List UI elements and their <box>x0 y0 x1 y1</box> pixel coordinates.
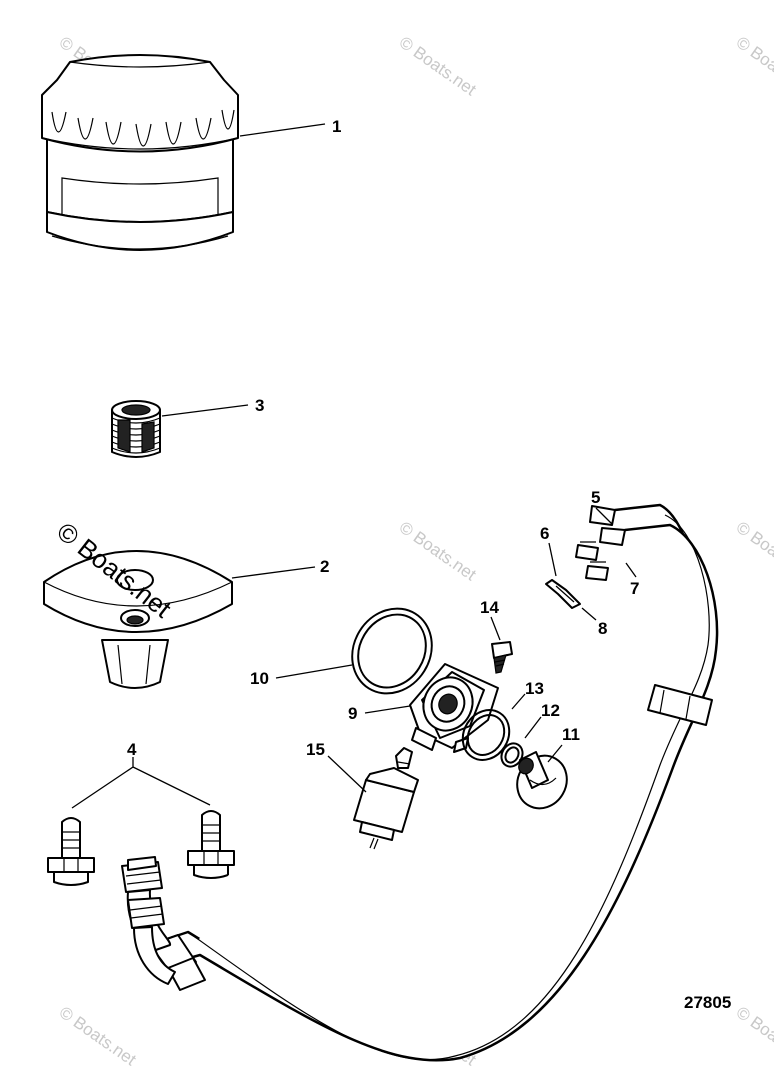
watermark: © Boats.net <box>733 518 774 585</box>
callout-4: 4 <box>127 740 137 759</box>
hose-clip[interactable] <box>545 579 581 609</box>
callout-15: 15 <box>306 740 325 759</box>
adapter-screw[interactable] <box>491 641 513 674</box>
callout-13: 13 <box>525 679 544 698</box>
callout-10: 10 <box>250 669 269 688</box>
elbow-fittings[interactable] <box>121 856 176 985</box>
callout-3: 3 <box>255 396 264 415</box>
callout-2: 2 <box>320 557 329 576</box>
callout-14: 14 <box>480 598 499 617</box>
callout-11: 11 <box>562 725 580 744</box>
callout-7: 7 <box>630 579 639 598</box>
bolt-right[interactable] <box>187 810 235 879</box>
line-fitting[interactable] <box>508 747 577 818</box>
bolt-left[interactable] <box>47 817 95 886</box>
oil-filter[interactable] <box>41 54 239 251</box>
watermark: © Boats.net <box>396 518 480 585</box>
callout-1: 1 <box>332 117 341 136</box>
callout-6: 6 <box>540 524 549 543</box>
filter-adapter[interactable] <box>43 550 233 689</box>
callout-12: 12 <box>541 701 560 720</box>
document-number: 27805 <box>684 993 731 1012</box>
callout-8: 8 <box>598 619 607 638</box>
callout-5: 5 <box>591 488 600 507</box>
oil-sensor[interactable] <box>353 747 419 850</box>
o-ring-large[interactable] <box>336 594 447 709</box>
watermark: © Boats.net <box>396 33 480 100</box>
oil-cooler-lines[interactable] <box>149 503 719 1062</box>
watermark: © Boats.net <box>733 33 774 100</box>
watermark: © Boats.net <box>733 1003 774 1070</box>
callout-9: 9 <box>348 704 357 723</box>
watermark: © Boats.net <box>56 1003 140 1070</box>
threaded-fitting[interactable] <box>111 400 161 458</box>
